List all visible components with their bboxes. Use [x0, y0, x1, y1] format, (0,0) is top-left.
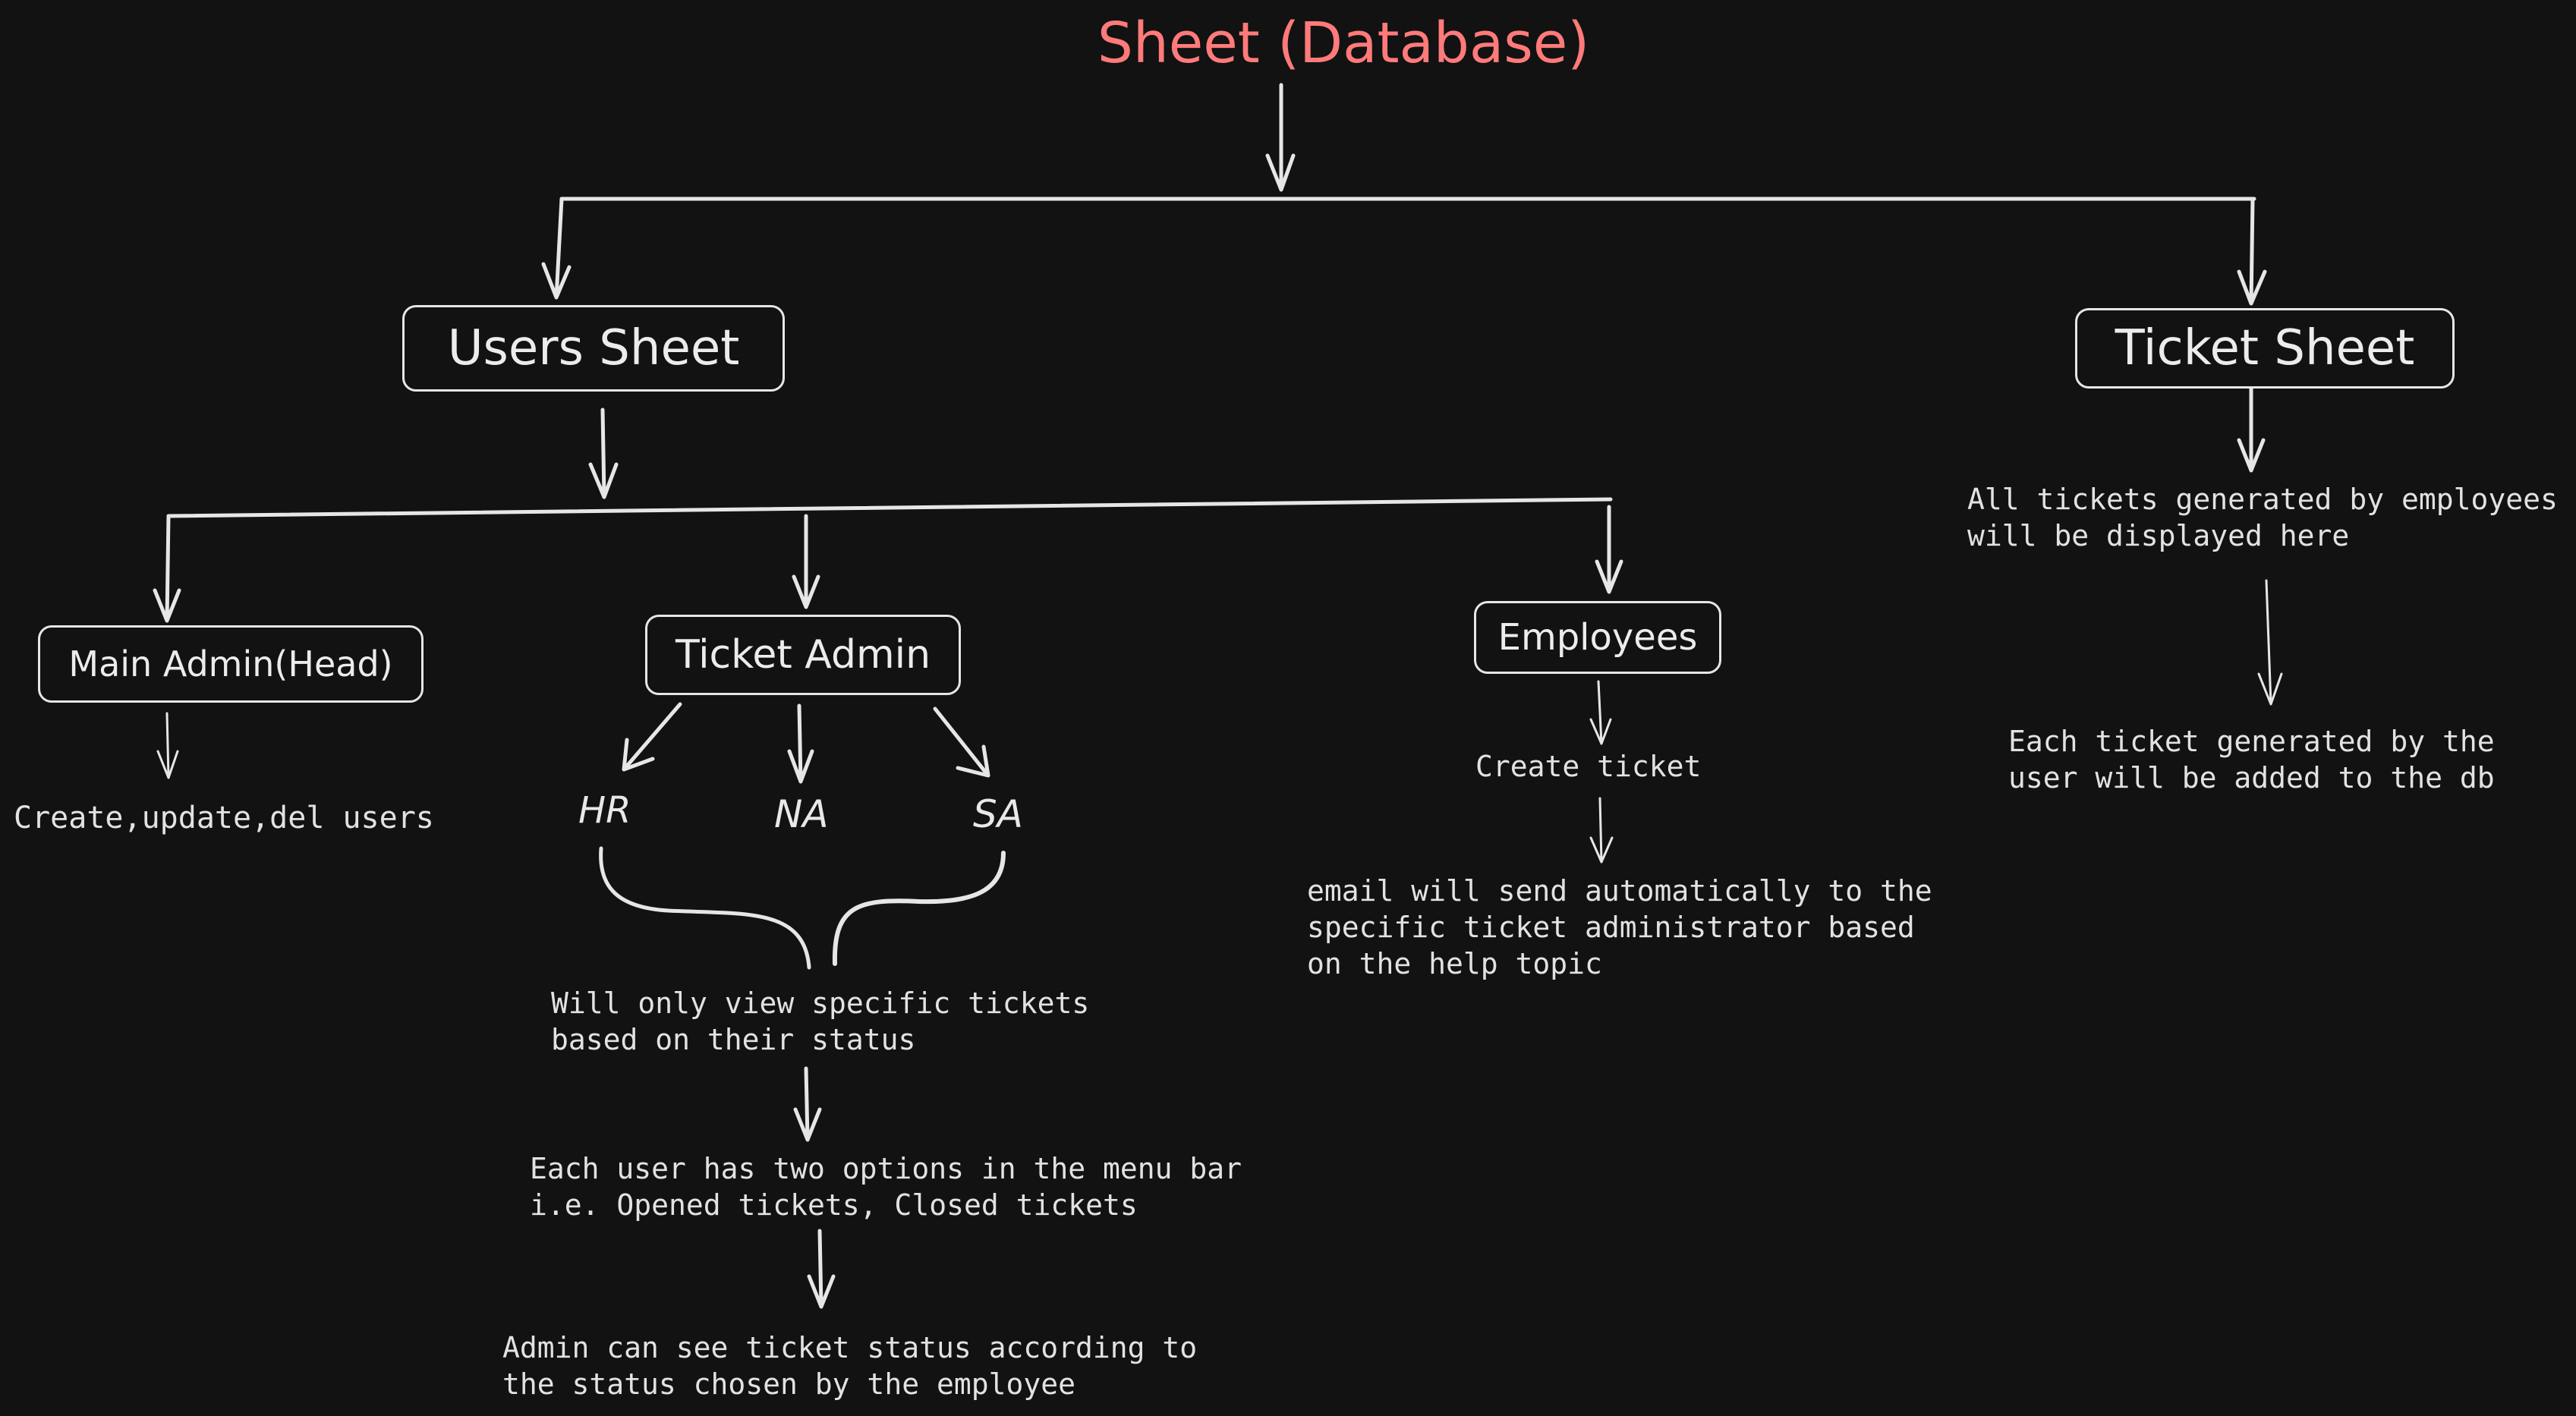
brace-sa	[832, 851, 1006, 966]
arrow-menu-note-down	[807, 1229, 836, 1309]
admin-status-note: Admin can see ticket status according to…	[502, 1331, 1198, 1401]
diagram-title: Sheet (Database)	[1097, 11, 1590, 76]
main-admin-label: Main Admin(Head)	[68, 643, 393, 684]
ticket-admin-node: Ticket Admin	[645, 615, 961, 695]
ticket-admins-view-note: Will only view specific tickets based on…	[551, 986, 1090, 1056]
create-ticket-note: Create ticket	[1475, 750, 1702, 783]
main-admin-node: Main Admin(Head)	[38, 625, 424, 703]
second-bus-line	[166, 497, 1613, 518]
arrow-ticket-admin-to-sa	[933, 706, 990, 778]
tickets-displayed-note: All tickets generated by employees will …	[1967, 483, 2558, 552]
arrow-view-note-down	[793, 1066, 822, 1142]
menu-options-note: Each user has two options in the menu ba…	[530, 1152, 1242, 1222]
hr-label: HR	[578, 789, 631, 832]
arrow-title-to-bus	[1265, 83, 1296, 192]
ticket-sheet-node: Ticket Sheet	[2075, 308, 2455, 389]
arrow-bus-to-ticket-admin	[792, 514, 820, 609]
arrow-bus-to-ticket-sheet	[2237, 197, 2267, 306]
arrow-bus-to-users-sheet	[541, 197, 572, 300]
sa-label: SA	[973, 792, 1023, 836]
arrow-bus-to-main-admin	[153, 514, 181, 623]
main-admin-note: Create,update,del users	[14, 801, 434, 835]
arrow-bus-to-employees	[1595, 505, 1623, 594]
arrow-tickets-displayed-down	[2257, 579, 2283, 706]
employees-node: Employees	[1474, 601, 1721, 674]
arrow-main-admin-down	[156, 712, 179, 779]
email-note: email will send automatically to the spe…	[1307, 874, 1932, 980]
ticket-sheet-label: Ticket Sheet	[2115, 320, 2415, 376]
arrow-ticket-sheet-down	[2237, 386, 2266, 473]
arrow-ticket-admin-to-na	[787, 703, 814, 784]
ticket-admin-label: Ticket Admin	[675, 632, 931, 678]
ticket-added-note: Each ticket generated by the user will b…	[2008, 725, 2495, 795]
arrow-users-sheet-down	[588, 407, 619, 499]
na-label: NA	[774, 792, 829, 836]
arrow-ticket-admin-to-hr	[622, 702, 682, 772]
brace-hr	[599, 846, 811, 970]
arrow-employees-down	[1589, 680, 1612, 745]
arrow-create-ticket-down	[1589, 797, 1614, 864]
users-sheet-node: Users Sheet	[402, 305, 785, 392]
employees-label: Employees	[1497, 616, 1698, 659]
users-sheet-label: Users Sheet	[447, 320, 740, 376]
